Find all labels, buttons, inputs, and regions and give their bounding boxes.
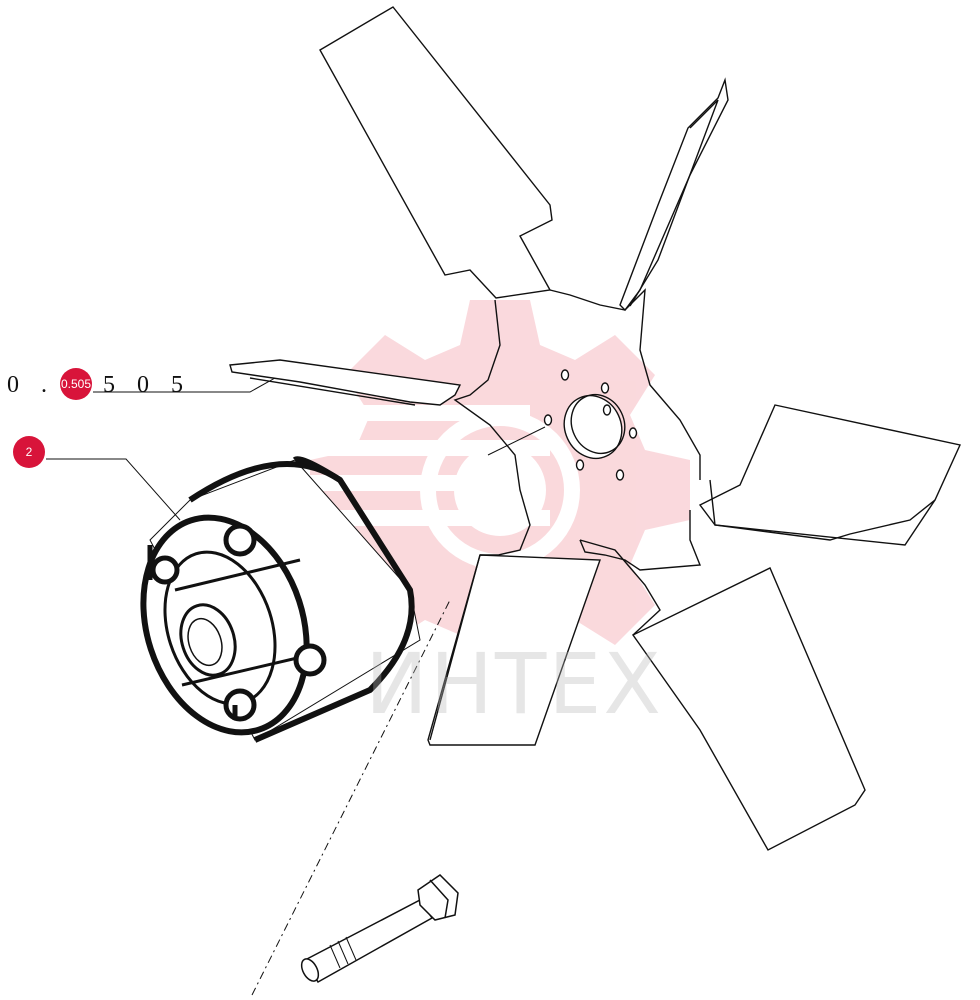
spacer-hub [140,456,421,743]
fan-assembly [229,6,961,851]
fan-blade-upper-right [619,77,729,312]
leader-line-2 [46,458,181,521]
fan-hub-plate [453,288,702,571]
callout-badge-1[interactable]: 0.505 [60,368,92,400]
fan-blade-lower-right [631,567,866,851]
fan-bolt-holes [543,369,638,481]
assembly-axis-line [251,599,451,996]
hex-bolt [300,874,459,984]
watermark-text: ИНТЕХ [365,635,663,733]
fan-blade-left [229,359,462,406]
callout-badge-2[interactable]: 2 [13,436,45,468]
callout-code-text: 0 . 0 5 0 5 [7,372,191,398]
fan-blade-upper-left [319,6,553,299]
fan-blade-lower-left [427,554,601,746]
leader-line-1 [93,377,276,393]
fan-blade-right [698,404,961,541]
